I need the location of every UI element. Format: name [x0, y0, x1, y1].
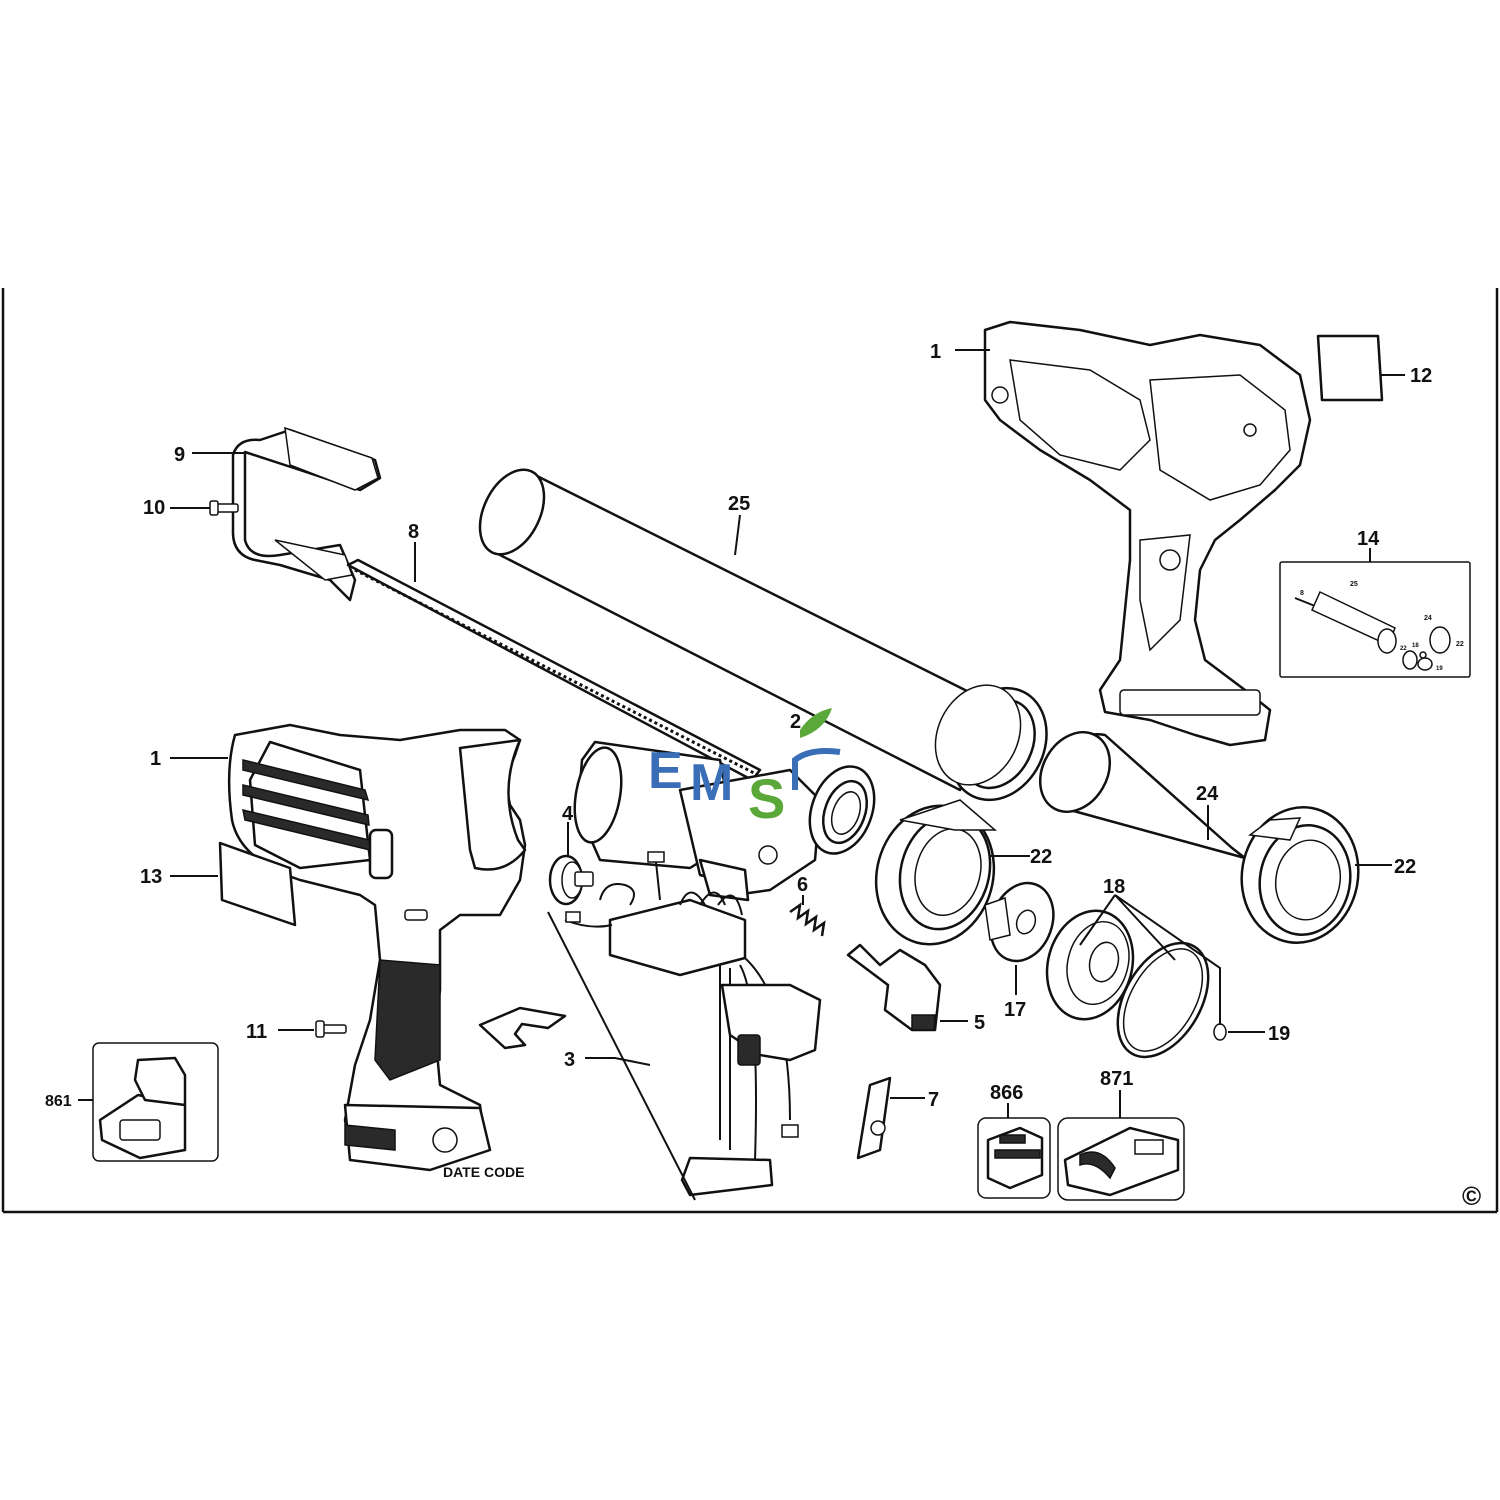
label-part-11: 11 — [246, 1021, 267, 1043]
leader-lines — [78, 349, 1405, 1118]
motor-gearbox-2 — [573, 740, 876, 902]
nozzle-24 — [1038, 731, 1247, 860]
screw-11 — [315, 1020, 347, 1038]
label-part-17: 17 — [1004, 999, 1026, 1021]
label-part-871: 871 — [1100, 1068, 1133, 1090]
plunger-18 — [1045, 909, 1210, 1059]
label-part-22-right: 22 — [1394, 856, 1416, 878]
inset-label-18: 18 — [1412, 643, 1419, 649]
copyright-symbol: © — [1462, 1181, 1481, 1211]
label-part-10: 10 — [143, 497, 165, 519]
label-part-3: 3 — [564, 1049, 575, 1071]
watermark-swoosh — [792, 748, 841, 790]
watermark-m: M — [690, 754, 733, 812]
barrel-tube-25 — [478, 468, 1048, 802]
pin-19 — [1213, 1023, 1227, 1041]
label-part-8: 8 — [408, 521, 419, 543]
handle-9 — [231, 426, 382, 602]
spring-6 — [789, 902, 826, 937]
label-part-1-top: 1 — [930, 341, 941, 363]
label-part-14: 14 — [1357, 528, 1380, 550]
label-part-7: 7 — [928, 1089, 939, 1111]
inset-label-22: 22 — [1456, 641, 1464, 648]
inset-label-8: 8 — [1300, 590, 1304, 597]
plunger-washer-17 — [984, 881, 1055, 963]
inset-label-24: 24 — [1424, 615, 1432, 622]
inset-label-23: 22 — [1400, 646, 1407, 652]
label-part-24: 24 — [1196, 783, 1219, 805]
label-part-12: 12 — [1410, 365, 1432, 387]
battery-866 — [977, 1117, 1051, 1199]
inset-label-19: 19 — [1436, 666, 1443, 672]
label-13 — [218, 841, 297, 927]
label-part-1-left: 1 — [150, 748, 161, 770]
watermark-e: E — [648, 742, 683, 800]
date-code-label: DATE CODE — [443, 1164, 524, 1180]
label-part-25: 25 — [728, 493, 750, 515]
collar-nut-22-mid — [874, 799, 998, 946]
label-part-866: 866 — [990, 1082, 1023, 1104]
label-part-9: 9 — [174, 444, 185, 466]
gear-4 — [548, 854, 594, 906]
collar-nut-22-right — [1240, 806, 1360, 944]
housing-half-right — [983, 320, 1312, 747]
label-plate-12 — [1316, 334, 1384, 402]
trigger-5 — [846, 943, 942, 1032]
label-part-2: 2 — [790, 711, 801, 733]
lock-off-7 — [856, 1076, 892, 1160]
housing-half-left — [227, 723, 527, 1172]
label-part-5: 5 — [974, 1012, 985, 1034]
diagram-frame — [1, 288, 1499, 1214]
label-part-19: 19 — [1268, 1023, 1290, 1045]
label-part-22-mid: 22 — [1030, 846, 1052, 868]
watermark-leaf — [800, 708, 832, 738]
label-part-13: 13 — [140, 866, 162, 888]
screw-10 — [209, 500, 239, 516]
label-part-18: 18 — [1103, 876, 1125, 898]
wiring-harness-3 — [547, 851, 822, 1201]
seal-kit-14: 8 25 24 22 22 18 19 — [1279, 561, 1471, 678]
clip-part — [478, 1006, 567, 1050]
watermark-s: S — [748, 767, 785, 830]
carry-case-861 — [92, 1042, 219, 1162]
rack-rod-8 — [346, 558, 762, 782]
label-part-861: 861 — [45, 1093, 72, 1110]
charger-871 — [1057, 1117, 1185, 1201]
label-part-4: 4 — [562, 803, 574, 825]
inset-label-25: 25 — [1350, 581, 1358, 588]
watermark-logo: E M S — [648, 708, 841, 830]
label-part-6: 6 — [797, 874, 808, 896]
